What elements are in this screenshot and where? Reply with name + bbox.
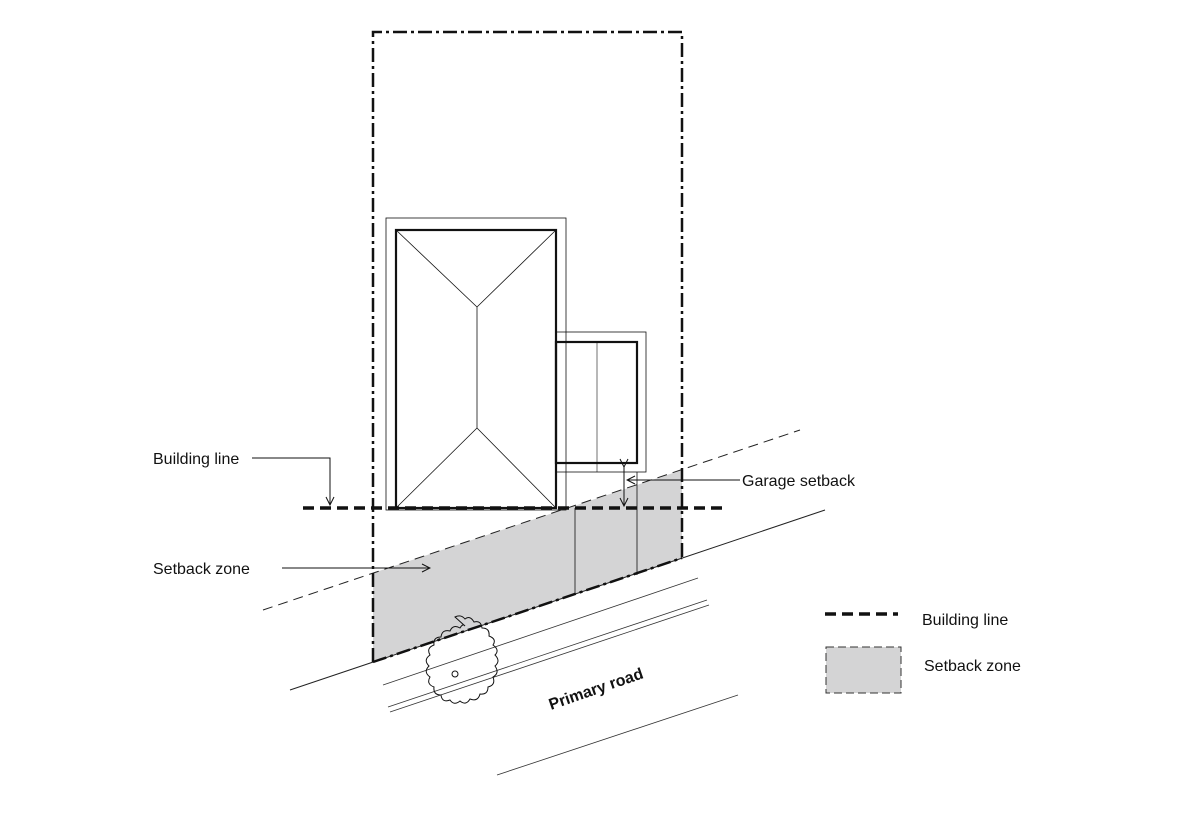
legend-building-line-label: Building line	[922, 612, 1008, 629]
road-kerb-line	[382, 577, 699, 686]
primary-road-label: Primary road	[547, 666, 646, 714]
road-centre-line-a	[387, 599, 708, 708]
legend-setback-zone-label: Setback zone	[924, 658, 1021, 675]
garage	[554, 331, 647, 595]
house	[385, 217, 567, 511]
lot-front-boundary	[372, 556, 683, 664]
garage-setback-label: Garage setback	[742, 473, 856, 490]
tree-icon	[425, 615, 499, 704]
lot-boundary	[371, 30, 684, 662]
road-centre-line-b	[389, 604, 710, 713]
building-line-leader	[252, 457, 330, 505]
legend: Building line Setback zone	[825, 612, 1021, 694]
setback-offset-line	[262, 429, 801, 611]
setback-zone-label: Setback zone	[153, 561, 250, 578]
building-line-label: Building line	[153, 451, 239, 468]
legend-setback-zone-swatch	[825, 646, 902, 694]
setback-zone-area	[373, 470, 682, 662]
road-far-line	[496, 694, 739, 776]
